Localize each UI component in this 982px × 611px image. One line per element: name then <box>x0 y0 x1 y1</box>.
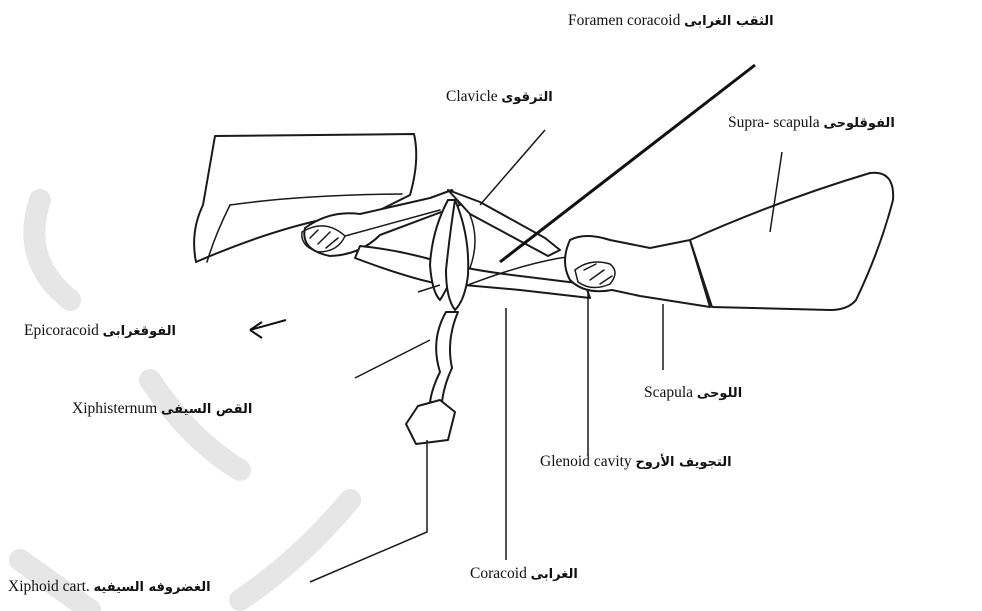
label-xiphisternum-ar: القص السيفى <box>161 402 252 417</box>
right-suprascapula <box>690 173 893 310</box>
label-xiphisternum-en: Xiphisternum <box>72 400 157 417</box>
label-epicoracoid-en: Epicoracoid <box>24 322 99 339</box>
label-glenoid-ar: التجويف الأروح <box>635 455 731 470</box>
label-coracoid-ar: الغرابى <box>531 567 578 582</box>
label-suprascapula-ar: الفوقلوحى <box>823 116 894 131</box>
label-coracoid: Coracoid الغرابى <box>470 565 578 584</box>
label-foramen-coracoid: Foramen coracoid الثقب الغرابى <box>568 12 774 31</box>
label-foramen-ar: الثقب الغرابى <box>684 14 774 29</box>
label-clavicle: Clavicle الترقوى <box>446 88 553 107</box>
label-suprascapula: Supra- scapula الفوقلوحى <box>728 114 895 133</box>
xiphisternum <box>406 312 458 444</box>
label-glenoid-cavity: Glenoid cavity التجويف الأروح <box>540 453 732 472</box>
label-clavicle-en: Clavicle <box>446 88 498 105</box>
label-xiphoid-cartilage: Xiphoid cart. الغضروفه السيفيه <box>8 578 211 597</box>
label-clavicle-ar: الترقوى <box>501 90 552 105</box>
label-xiphoid-ar: الغضروفه السيفيه <box>94 580 211 595</box>
label-xiphoid-en: Xiphoid cart. <box>8 578 90 595</box>
label-scapula-ar: اللوحى <box>697 386 742 401</box>
left-suprascapula <box>194 134 416 262</box>
label-scapula: Scapula اللوحى <box>644 384 742 403</box>
label-suprascapula-en: Supra- scapula <box>728 114 820 131</box>
epicoracoid-arrow-icon <box>248 318 288 342</box>
label-coracoid-en: Coracoid <box>470 565 527 582</box>
label-foramen-en: Foramen coracoid <box>568 12 680 29</box>
label-epicoracoid-ar: الفوقغرابى <box>103 324 176 339</box>
label-xiphisternum: Xiphisternum القص السيفى <box>72 400 252 419</box>
label-glenoid-en: Glenoid cavity <box>540 453 632 470</box>
label-epicoracoid: Epicoracoid الفوقغرابى <box>24 322 176 341</box>
label-scapula-en: Scapula <box>644 384 693 401</box>
